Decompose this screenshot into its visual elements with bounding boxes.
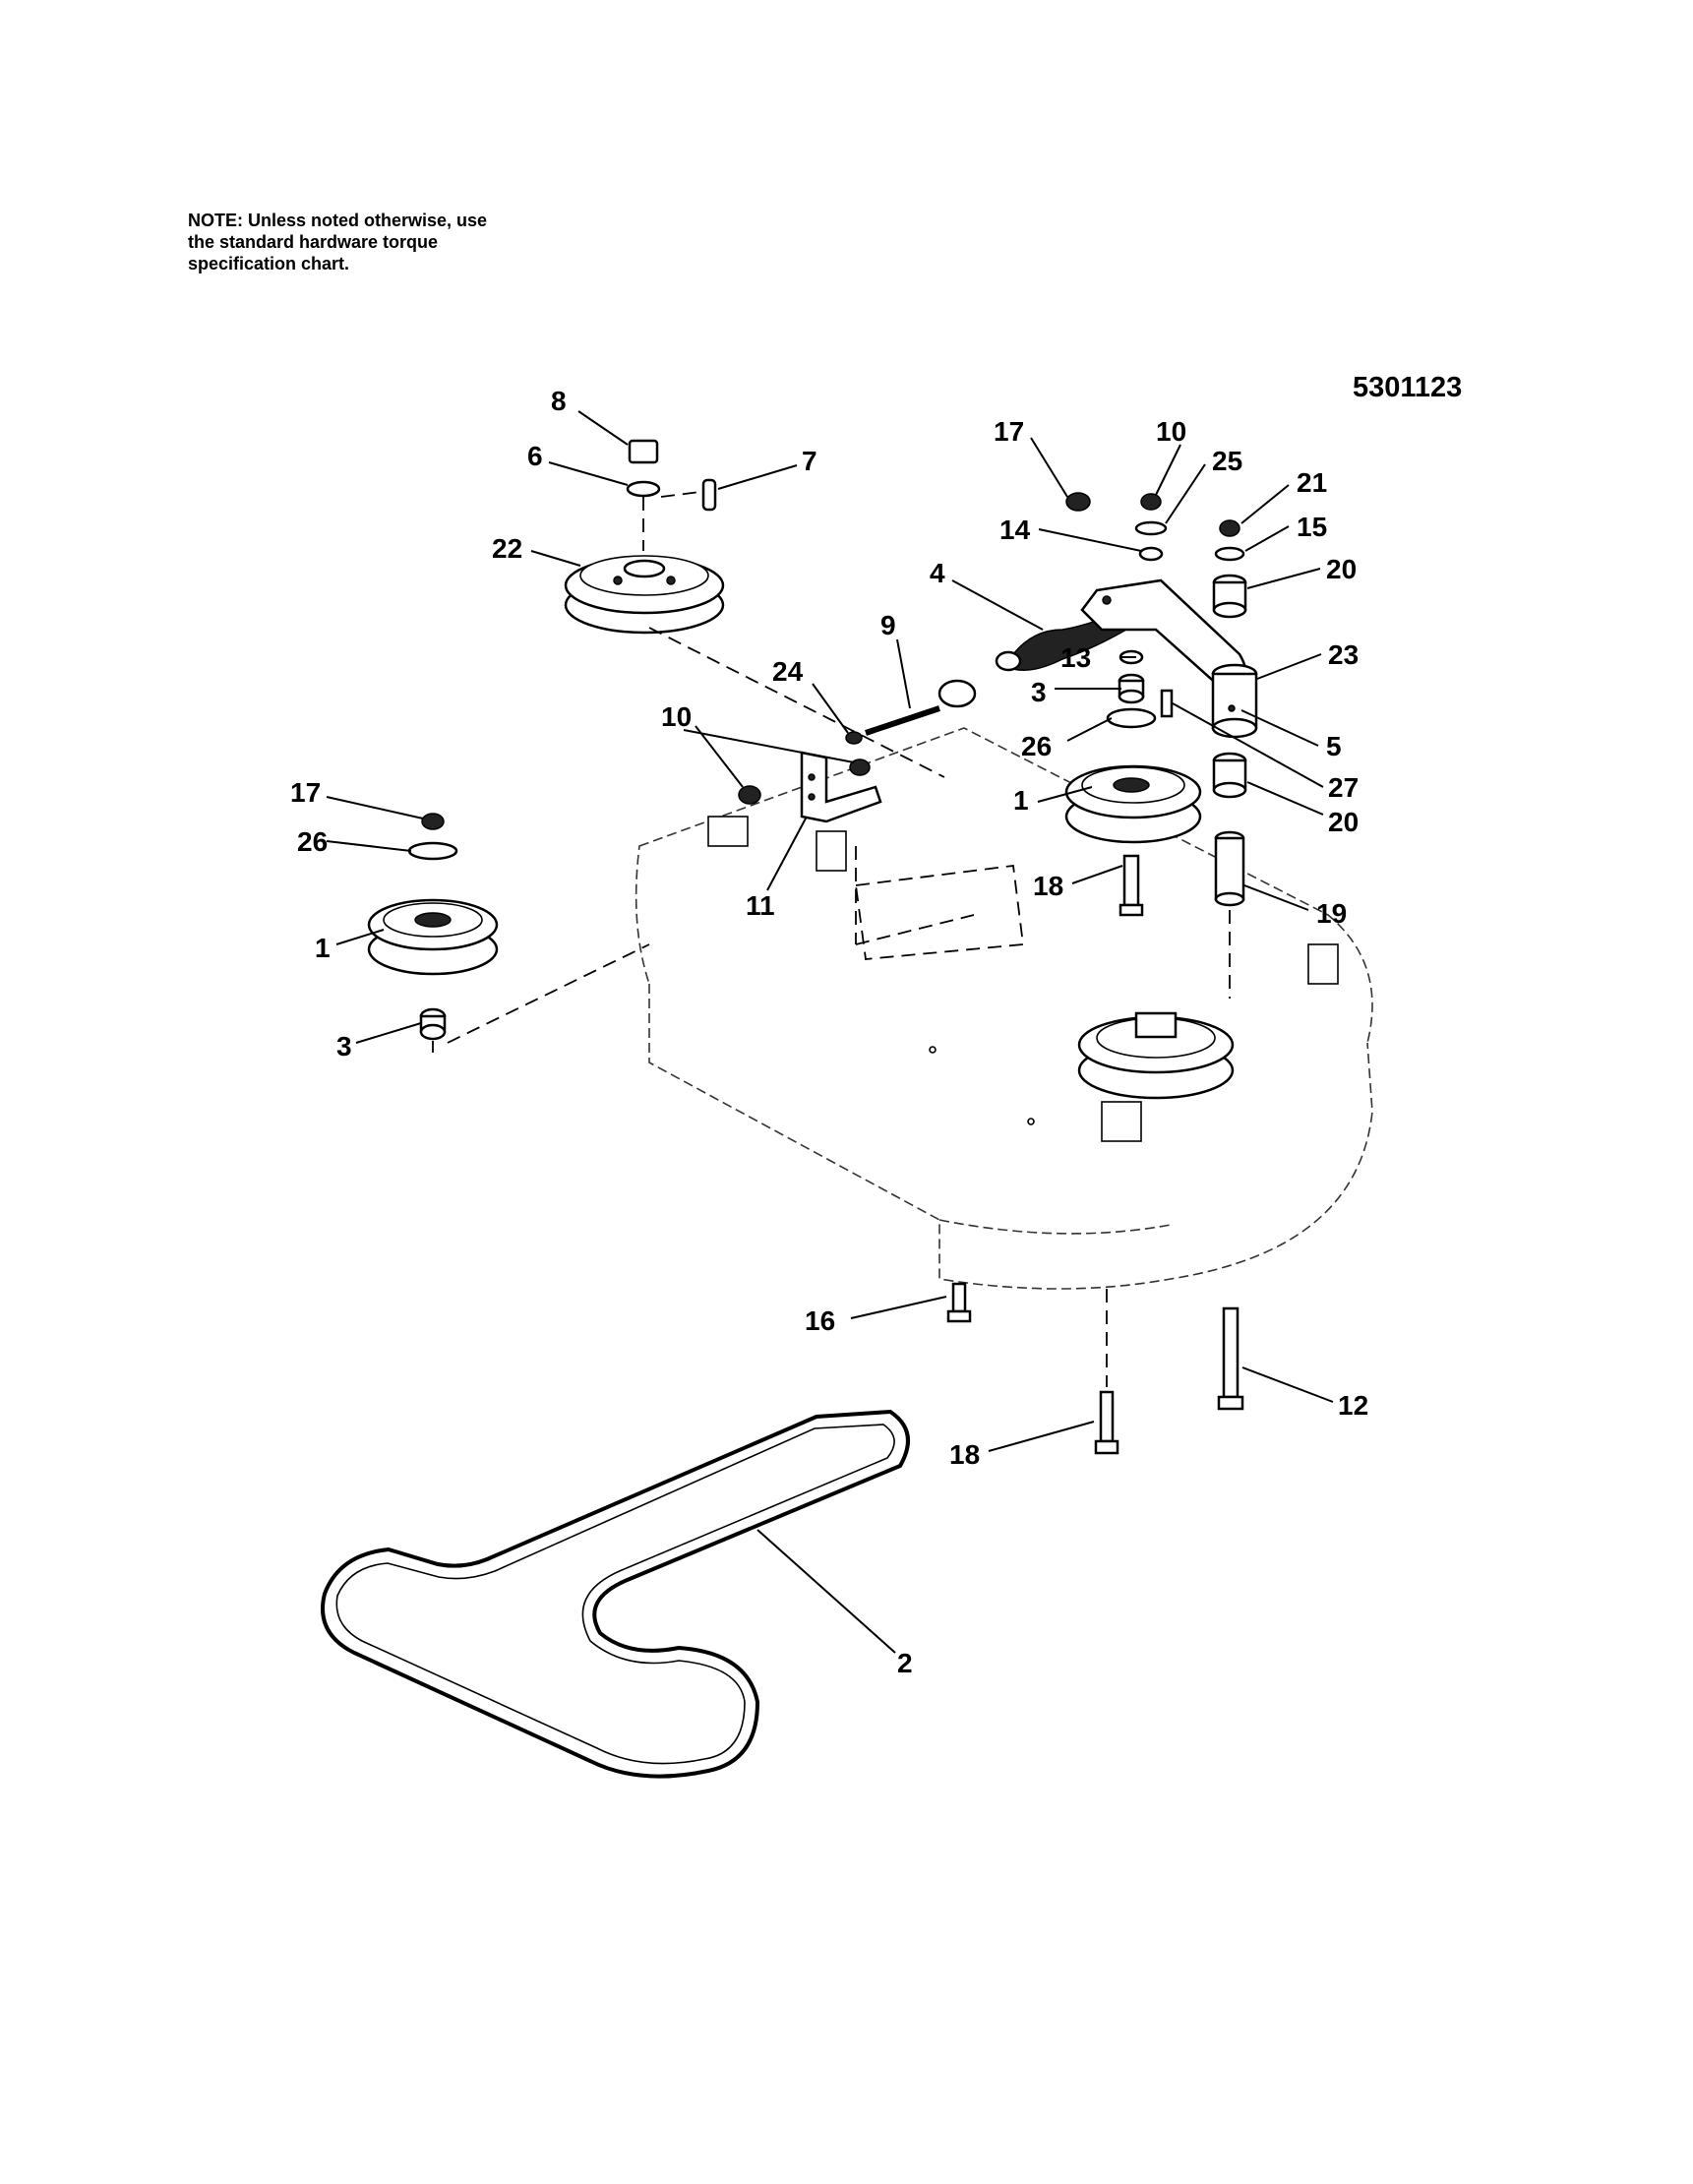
spacer-3-right [1118, 673, 1145, 704]
bolt-12 [1217, 1306, 1244, 1411]
callout-27: 27 [1328, 772, 1359, 803]
callout-18-lower: 18 [949, 1439, 980, 1470]
callout-13: 13 [1060, 642, 1091, 673]
mower-deck [635, 727, 1373, 1290]
nut-21 [1219, 519, 1240, 537]
bolt-18-upper [1119, 854, 1144, 917]
nut-17-left [421, 813, 445, 830]
callout-12: 12 [1338, 1390, 1368, 1421]
note-line-3: specification chart. [188, 254, 350, 273]
washer-15 [1214, 546, 1245, 562]
callout-1-right: 1 [1013, 785, 1029, 816]
callout-3-left: 3 [336, 1031, 352, 1062]
callout-17-left: 17 [290, 777, 321, 808]
belt-2 [321, 1409, 910, 1779]
idler-pulley-right [1064, 764, 1202, 844]
bushing-20-lower [1212, 752, 1247, 799]
bushing-20-upper [1212, 574, 1247, 619]
leader-lines [326, 410, 1334, 1654]
callout-7: 7 [802, 446, 817, 476]
callout-6: 6 [527, 441, 543, 471]
bolt-18-lower [1094, 1390, 1119, 1455]
callout-5: 5 [1326, 731, 1342, 761]
drawing-number: 5301123 [1353, 372, 1463, 403]
washer-6 [626, 480, 661, 498]
washer-26-left [407, 841, 458, 861]
callout-20-upper: 20 [1326, 554, 1357, 584]
callout-2: 2 [897, 1648, 913, 1678]
spacer-3-left [419, 1007, 447, 1041]
callout-17-right: 17 [994, 416, 1024, 447]
callout-22: 22 [492, 533, 522, 564]
callout-26-right: 26 [1021, 731, 1052, 761]
pivot-tube-23 [1211, 663, 1258, 739]
callout-24: 24 [772, 656, 804, 687]
idler-pulley-left [367, 898, 499, 976]
callout-18-upper: 18 [1033, 871, 1063, 901]
callout-14: 14 [999, 515, 1031, 545]
callout-10-right: 10 [1156, 416, 1186, 447]
callout-19: 19 [1316, 898, 1347, 929]
note-line-2: the standard hardware torque [188, 232, 439, 252]
key-7 [701, 478, 717, 512]
callout-16: 16 [805, 1305, 835, 1336]
callout-9: 9 [880, 610, 896, 640]
callout-1-left: 1 [315, 933, 331, 963]
bolt-16 [946, 1282, 972, 1323]
nut-24 [845, 731, 871, 776]
callout-25: 25 [1212, 446, 1242, 476]
callout-8: 8 [551, 386, 567, 416]
nut-17-right [1065, 492, 1091, 512]
note-line-1: NOTE: Unless noted otherwise, use [188, 211, 488, 230]
spacer-19 [1214, 830, 1245, 907]
eyebolt-9 [865, 679, 977, 736]
nut-8 [628, 439, 659, 464]
washer-14 [1138, 546, 1164, 562]
callout-11: 11 [746, 890, 775, 921]
washer-25 [1134, 520, 1168, 536]
callout-26-left: 26 [297, 826, 328, 857]
nut-10-left [738, 785, 761, 805]
callout-3-right: 3 [1031, 677, 1047, 707]
pin-27 [1160, 689, 1174, 718]
note-text: NOTE: Unless noted otherwise, use the st… [188, 210, 601, 274]
callout-4: 4 [930, 558, 945, 588]
callout-15: 15 [1297, 512, 1327, 542]
callout-23: 23 [1328, 639, 1359, 670]
callout-20-lower: 20 [1328, 807, 1359, 837]
callouts: 8 6 7 22 9 24 10 11 17 26 1 3 4 14 13 3 … [290, 386, 1368, 1678]
spindle-pulley [1077, 1011, 1235, 1100]
callout-10-left: 10 [661, 701, 692, 732]
nut-10-right [1140, 493, 1162, 511]
pulley-22 [564, 555, 725, 635]
callout-21: 21 [1297, 467, 1327, 498]
washer-26-right [1106, 707, 1157, 729]
